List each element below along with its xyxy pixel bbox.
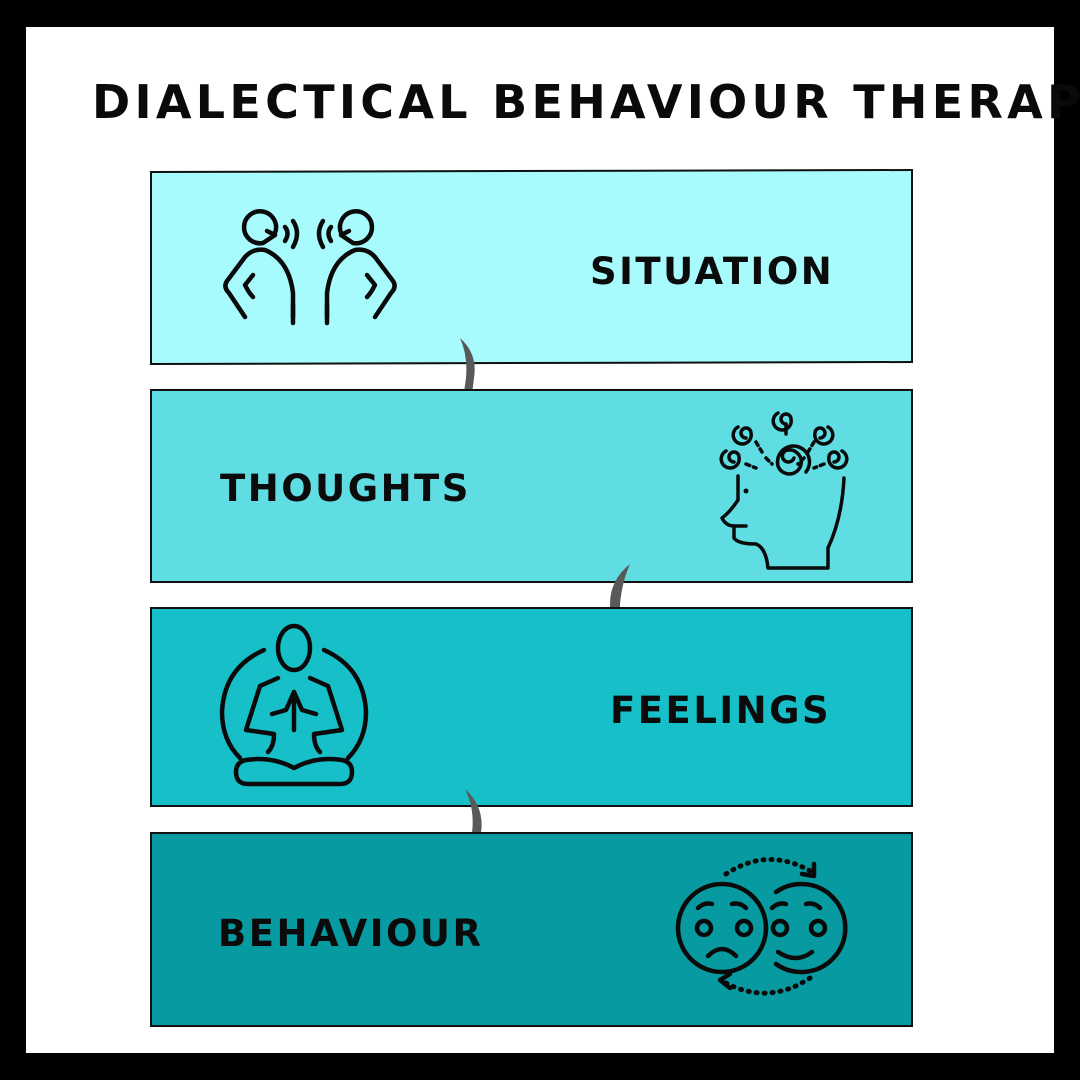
- page-title: DIALECTICAL BEHAVIOUR THERAPY: [92, 75, 1080, 129]
- sad-happy-faces-cycle-icon: [675, 857, 848, 996]
- meditation-icon: [219, 623, 369, 787]
- head-with-swirls-icon: [719, 411, 849, 570]
- step-label-behaviour: BEHAVIOUR: [218, 912, 484, 955]
- step-label-feelings: FEELINGS: [610, 689, 832, 732]
- step-label-thoughts: THOUGHTS: [220, 467, 471, 510]
- two-people-talking-icon: [223, 209, 397, 326]
- step-label-situation: SITUATION: [590, 250, 835, 293]
- step-thoughts: [150, 389, 913, 583]
